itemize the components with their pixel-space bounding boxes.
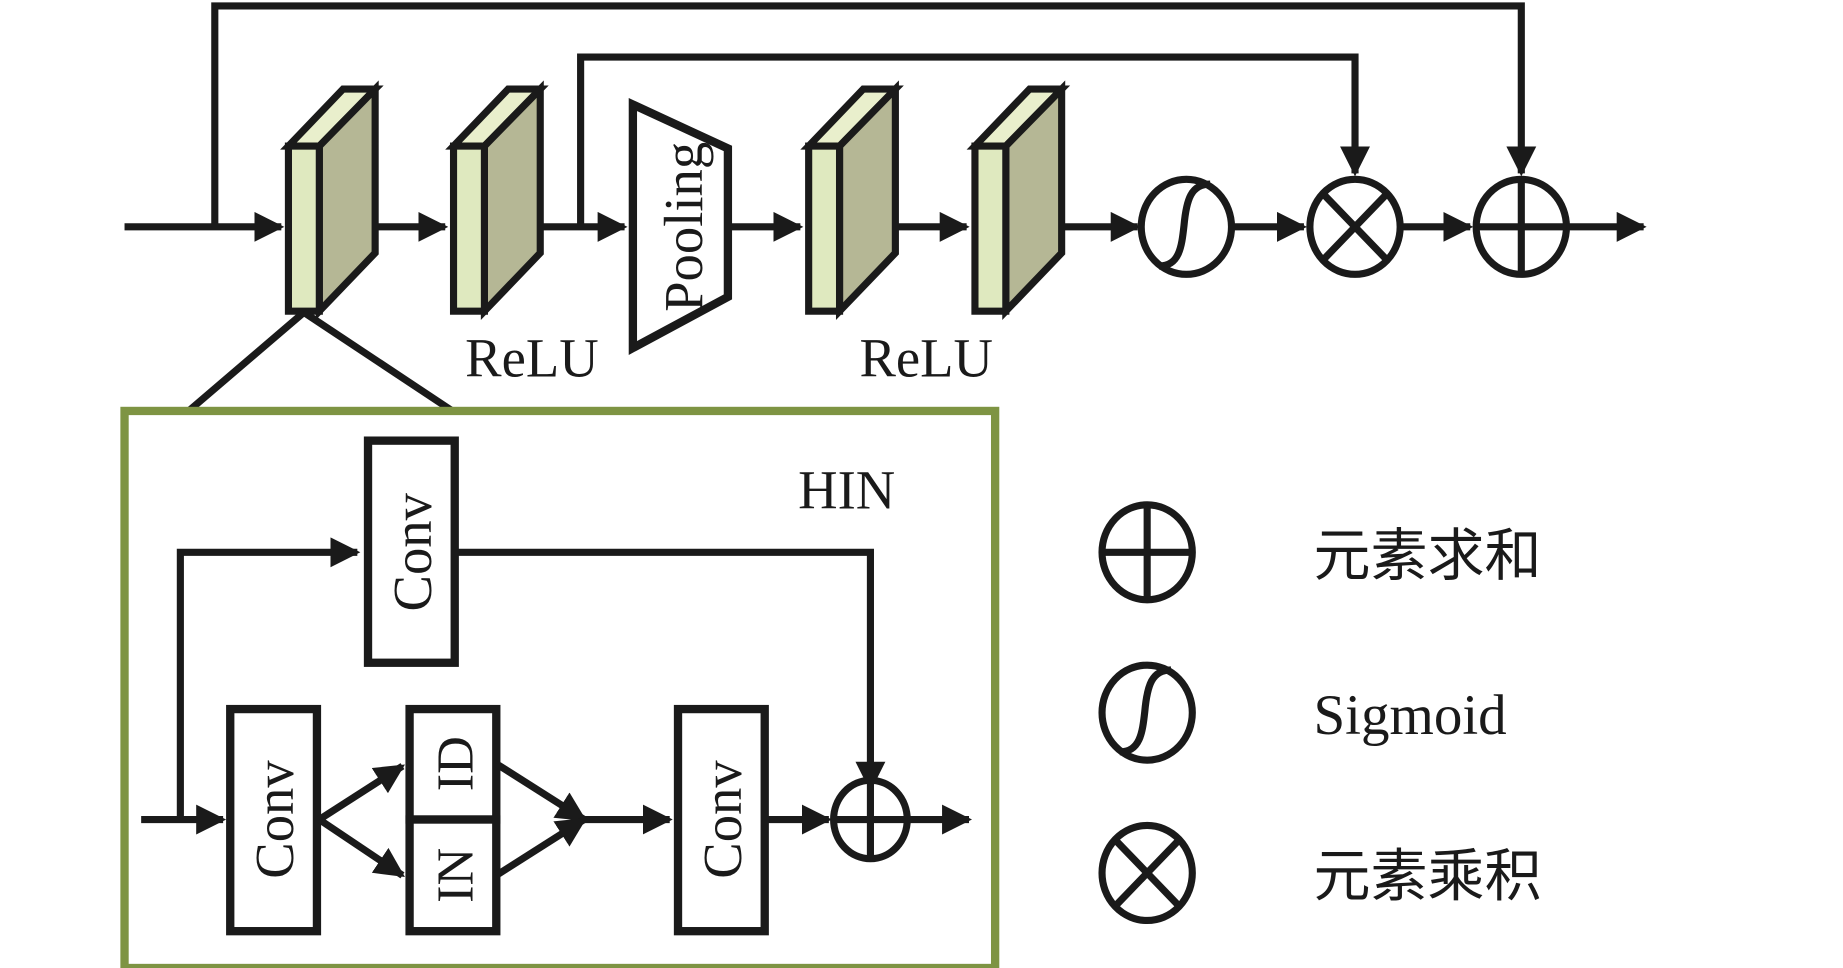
hin-conv-out-label: Conv [692,760,753,879]
relu-label-2: ReLU [860,328,994,389]
hin-skip-to-sum [454,548,886,792]
legend-item-sigmoid: Sigmoid [1098,661,1507,764]
hin-skip-conv-label: Conv [382,492,443,611]
split-arrow-in [317,816,405,879]
split-arrow-id [317,763,405,823]
legend-product-icon [1098,821,1196,925]
hin-in-block[interactable]: IN [405,815,501,936]
hin-id-label: ID [427,736,485,791]
hin-sum-icon[interactable] [830,776,911,863]
legend-product-label: 元素乘积 [1313,846,1541,909]
main-flow: ReLU Pooling ReLU [124,2,1647,389]
feature-block-1[interactable] [280,80,384,321]
expand-line-right [301,309,455,414]
feature-block-2[interactable] [445,80,549,321]
pooling-label: Pooling [653,142,714,312]
expand-line-left [186,309,307,414]
hin-in-label: IN [427,848,485,903]
legend-item-sum: 元素求和 [1098,501,1541,604]
legend-sum-icon [1098,501,1196,604]
hin-module: HIN Conv Conv ID IN [120,406,1000,968]
legend-sum-label: 元素求和 [1313,525,1541,588]
outer-skip-connection [211,2,1537,227]
feature-block-4[interactable] [966,80,1071,321]
legend: 元素求和 Sigmoid 元素乘积 [1098,501,1541,925]
legend-sigmoid-label: Sigmoid [1313,684,1506,747]
relu-label-1: ReLU [465,328,599,389]
legend-sigmoid-icon [1098,661,1196,764]
element-sum-icon[interactable] [1472,175,1571,278]
hin-conv-in[interactable]: Conv [226,704,322,936]
merge-arrow-in [494,816,587,879]
hin-conv-out[interactable]: Conv [673,704,769,936]
merge-arrow-id [494,760,587,823]
sigmoid-icon[interactable] [1137,175,1236,278]
hin-conv-in-label: Conv [244,760,305,879]
hin-title: HIN [798,459,895,520]
inner-skip-connection [577,53,1370,227]
pooling-block[interactable]: Pooling [628,98,733,355]
element-product-icon[interactable] [1306,175,1404,278]
hin-id-block[interactable]: ID [405,704,501,824]
hin-skip-conv[interactable]: Conv [363,436,459,667]
legend-item-product: 元素乘积 [1098,821,1541,925]
hin-skip-branch [176,537,361,820]
feature-block-3[interactable] [800,80,904,321]
